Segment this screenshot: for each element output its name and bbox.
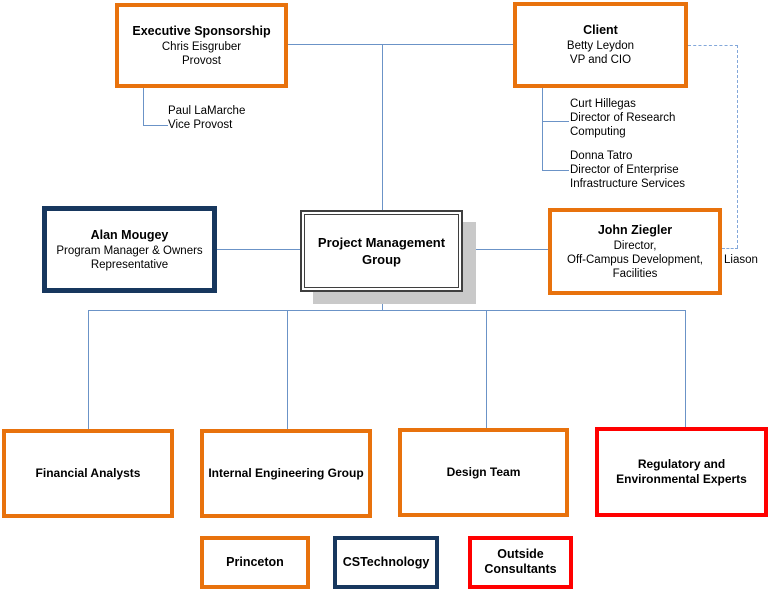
curt-hillegas-role-2: Computing	[570, 126, 626, 138]
connector-client-drop	[542, 88, 543, 170]
legend-cstechnology-label: CSTechnology	[342, 554, 430, 569]
client-role: VP and CIO	[569, 54, 632, 66]
paul-lamarche-role: Vice Provost	[168, 119, 233, 131]
executive-sponsorship-role: Provost	[182, 54, 221, 67]
john-ziegler-box: John Ziegler Director, Off-Campus Develo…	[548, 208, 722, 295]
connector-pmg-drop	[382, 292, 383, 311]
connector-drop-regulatory	[685, 310, 686, 427]
financial-analysts-box: Financial Analysts	[2, 429, 174, 518]
connector-distribution-bar	[88, 310, 686, 311]
connector-curt-stub	[542, 121, 569, 122]
connector-liason-dashed-bottom	[722, 248, 738, 249]
executive-sponsorship-title: Executive Sponsorship	[132, 23, 271, 38]
connector-exec-to-paul-vertical	[143, 88, 144, 126]
connector-alan-to-pmg	[217, 249, 300, 250]
donna-tatro-role-1: Director of Enterprise	[570, 164, 679, 176]
connector-exec-to-paul-stub	[143, 125, 168, 126]
regulatory-environmental-experts-box: Regulatory and Environmental Experts	[595, 427, 768, 517]
john-ziegler-role-3: Facilities	[612, 267, 658, 280]
legend-cstechnology-box: CSTechnology	[333, 536, 439, 589]
internal-engineering-group-title: Internal Engineering Group	[208, 465, 364, 480]
legend-princeton-label: Princeton	[226, 554, 284, 569]
legend-princeton-box: Princeton	[200, 536, 310, 589]
john-ziegler-title: John Ziegler	[597, 222, 673, 237]
connector-drop-internal-engineering	[287, 310, 288, 429]
client-name: Betty Leydon	[566, 40, 635, 52]
john-ziegler-role-1: Director,	[613, 239, 657, 252]
paul-lamarche-name: Paul LaMarche	[168, 105, 246, 117]
liason-label: Liason	[724, 254, 758, 266]
executive-sponsorship-box: Executive Sponsorship Chris Eisgruber Pr…	[115, 3, 288, 88]
donna-tatro-name: Donna Tatro	[570, 150, 633, 162]
donna-tatro-role-2: Infrastructure Services	[570, 178, 686, 190]
financial-analysts-title: Financial Analysts	[35, 465, 141, 480]
curt-hillegas-note: Curt Hillegas Director of Research Compu…	[570, 97, 675, 139]
connector-pmg-to-john	[463, 249, 548, 250]
connector-donna-stub	[542, 170, 569, 171]
regulatory-environmental-experts-title: Regulatory and Environmental Experts	[616, 456, 747, 486]
executive-sponsorship-name: Chris Eisgruber	[161, 40, 242, 53]
legend-outside-consultants-label: Outside Consultants	[484, 547, 557, 576]
connector-top-to-pmg	[382, 44, 383, 210]
project-management-group-box: Project Management Group	[300, 210, 463, 292]
design-team-title: Design Team	[446, 464, 521, 479]
alan-mougey-role-2: Representative	[90, 258, 169, 271]
curt-hillegas-role-1: Director of Research	[570, 112, 676, 124]
project-management-group-title: Project Management Group	[304, 214, 459, 288]
connector-exec-to-client	[288, 44, 513, 45]
donna-tatro-note: Donna Tatro Director of Enterprise Infra…	[570, 149, 685, 191]
alan-mougey-title: Alan Mougey	[90, 227, 169, 242]
connector-liason-dashed-vertical	[737, 45, 738, 248]
alan-mougey-role-1: Program Manager & Owners	[56, 244, 203, 257]
legend-outside-consultants-box: Outside Consultants	[468, 536, 573, 589]
connector-drop-design-team	[486, 310, 487, 428]
client-box: Client Betty Leydon VP and CIO	[513, 2, 688, 88]
connector-drop-financial-analysts	[88, 310, 89, 429]
client-title: Client	[583, 23, 618, 37]
curt-hillegas-name: Curt Hillegas	[570, 98, 636, 110]
paul-lamarche-note: Paul LaMarche Vice Provost	[168, 104, 245, 132]
design-team-box: Design Team	[398, 428, 569, 517]
john-ziegler-role-2: Off-Campus Development,	[567, 253, 703, 266]
internal-engineering-group-box: Internal Engineering Group	[200, 429, 372, 518]
alan-mougey-box: Alan Mougey Program Manager & Owners Rep…	[42, 206, 217, 293]
connector-liason-dashed-top	[688, 45, 738, 46]
